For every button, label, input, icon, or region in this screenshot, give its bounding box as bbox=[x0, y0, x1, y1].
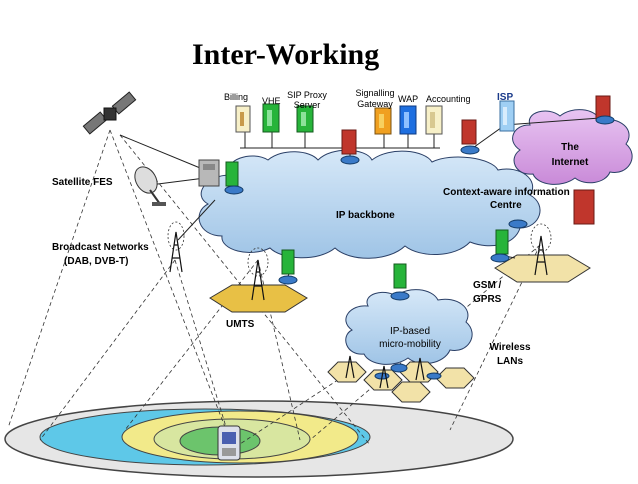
label-gsm-line2: GPRS bbox=[473, 294, 502, 305]
label-micro-mobility-line1: IP-based bbox=[389, 326, 431, 337]
label-satellite-fes: Satellite FES bbox=[52, 177, 113, 188]
satellite-dish-icon bbox=[134, 166, 166, 206]
label-context-aware-line2: Centre bbox=[490, 200, 522, 211]
server-green-icon bbox=[225, 161, 509, 289]
radio-tower-icon bbox=[169, 231, 548, 389]
network-links bbox=[119, 117, 601, 299]
label-broadcast-line1: Broadcast Networks bbox=[52, 242, 149, 253]
server-signalling-gateway-icon bbox=[374, 107, 392, 135]
label-context-aware-line1: Context-aware information bbox=[443, 187, 570, 198]
radio-wave-arcs bbox=[167, 221, 552, 277]
label-internet-line1: The bbox=[561, 142, 579, 153]
ip-backbone-cloud bbox=[198, 149, 541, 259]
mobile-terminal-icon bbox=[217, 425, 241, 461]
wlan-cells bbox=[327, 361, 475, 403]
coverage-area bbox=[4, 400, 514, 478]
internet-cloud bbox=[512, 109, 633, 185]
label-vhe: VHE bbox=[262, 96, 281, 106]
label-billing: Billing bbox=[224, 92, 249, 102]
label-wlan-line2: LANs bbox=[496, 356, 524, 367]
server-sip-proxy-icon bbox=[296, 105, 314, 133]
label-signalling-line2: Gateway bbox=[357, 99, 393, 109]
label-wlan-line1: Wireless bbox=[489, 342, 531, 353]
page-title: Inter-Working bbox=[192, 38, 380, 71]
micro-mobility-cloud bbox=[345, 289, 473, 365]
server-wap-icon bbox=[399, 105, 417, 135]
label-sip-proxy-line1: SIP Proxy bbox=[287, 90, 327, 100]
label-gsm-line1: GSM / bbox=[473, 280, 502, 291]
label-ip-backbone: IP backbone bbox=[336, 210, 395, 221]
label-isp: ISP bbox=[497, 92, 514, 103]
label-internet-line2: Internet bbox=[551, 157, 589, 168]
server-isp-icon bbox=[499, 100, 515, 132]
label-broadcast-line2: (DAB, DVB-T) bbox=[64, 256, 129, 267]
label-accounting: Accounting bbox=[426, 94, 471, 104]
gateway-box-icon bbox=[198, 159, 220, 187]
label-signalling-line1: Signalling bbox=[355, 88, 395, 98]
gsm-cell bbox=[494, 254, 591, 283]
server-accounting-icon bbox=[425, 105, 443, 135]
umts-cell bbox=[209, 284, 308, 313]
satellite-icon bbox=[82, 91, 137, 135]
label-micro-mobility-line2: micro-mobility bbox=[379, 339, 441, 350]
server-billing-icon bbox=[235, 105, 251, 133]
server-red-icon bbox=[341, 95, 611, 225]
label-sip-proxy-line2: Server bbox=[293, 100, 321, 110]
server-vhe-icon bbox=[262, 103, 280, 133]
label-wap: WAP bbox=[398, 94, 419, 104]
label-umts: UMTS bbox=[226, 319, 255, 330]
